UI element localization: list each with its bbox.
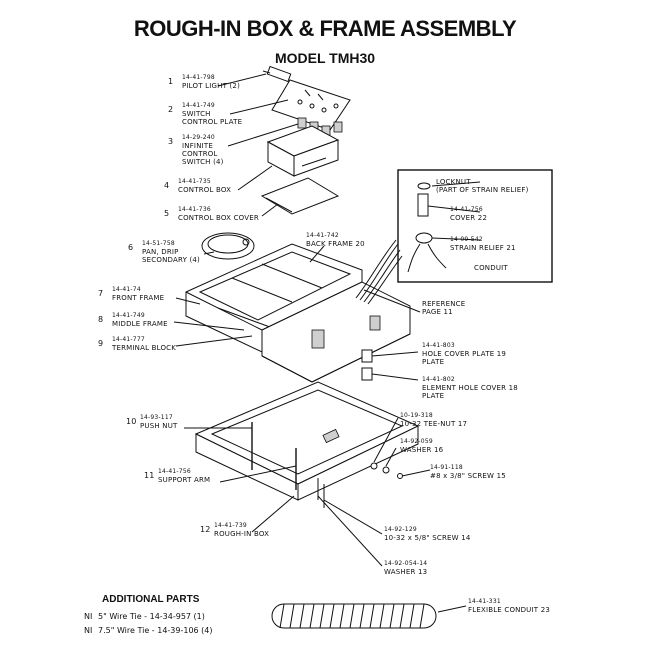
- label-reference: REFERENCE PAGE 11: [422, 300, 466, 316]
- label-locknut: LOCKNUT (PART OF STRAIN RELIEF): [436, 178, 529, 194]
- label-part-19: 14-41-803 HOLE COVER PLATE 19 PLATE: [422, 342, 507, 366]
- label-part-13: 14-92-054-14 WASHER 13: [384, 560, 428, 576]
- label-part-21: 14-09-542 STRAIN RELIEF 21: [450, 236, 516, 252]
- leader-lines: [173, 73, 467, 613]
- wire-bundle-drawing: [355, 239, 403, 305]
- label-part-15: 14-91-118 #8 x 3/8" SCREW 15: [430, 464, 506, 480]
- control-box-drawing: [266, 125, 340, 177]
- drip-pan-drawing: [201, 232, 255, 260]
- label-part-14: 14-92-129 10-32 x 5/8" SCREW 14: [384, 526, 471, 542]
- label-part-9: 9 14-41-777 TERMINAL BLOCK: [98, 336, 177, 352]
- hole-cover-plates-drawing: [361, 349, 419, 381]
- label-part-5: 5 14-41-736 CONTROL BOX COVER: [164, 206, 259, 222]
- label-part-17: 10-19-318 10-32 TEE-NUT 17: [400, 412, 468, 428]
- label-part-20: 14-41-742 BACK FRAME 20: [306, 232, 365, 248]
- support-arm-drawing: [251, 422, 297, 490]
- label-part-18: 14-41-802 ELEMENT HOLE COVER 18 PLATE: [422, 376, 518, 400]
- rough-in-box-drawing: [194, 381, 420, 501]
- frame-assembly-drawing: [185, 243, 363, 353]
- strain-relief-inset: [397, 169, 553, 283]
- label-part-3: 3 14-29-240 INFINITE CONTROL SWITCH (4): [168, 134, 224, 166]
- switch-control-plate-drawing: [271, 79, 351, 131]
- label-part-4: 4 14-41-735 CONTROL BOX: [164, 178, 232, 194]
- label-part-10: 10 14-93-117 PUSH NUT: [126, 414, 178, 430]
- label-part-1: 1 14-41-798 PILOT LIGHT (2): [168, 74, 241, 90]
- additional-parts-title: ADDITIONAL PARTS: [102, 594, 200, 605]
- control-box-cover-drawing: [260, 177, 340, 215]
- label-part-16: 14-92-059 WASHER 16: [400, 438, 444, 454]
- label-part-2: 2 14-41-749 SWITCH CONTROL PLATE: [168, 102, 243, 126]
- model-subtitle: MODEL TMH30: [274, 50, 376, 66]
- flexible-conduit-drawing: [271, 603, 437, 629]
- label-conduit: CONDUIT: [474, 264, 508, 272]
- label-part-11: 11 14-41-756 SUPPORT ARM: [144, 468, 211, 484]
- label-part-22: 14-41-756 COVER 22: [450, 206, 488, 222]
- label-part-8: 8 14-41-749 MIDDLE FRAME: [98, 312, 168, 328]
- upper-box-drawing: [261, 281, 411, 383]
- page-title: ROUGH-IN BOX & FRAME ASSEMBLY: [133, 16, 517, 41]
- label-part-7: 7 14-41-74 FRONT FRAME: [98, 286, 165, 302]
- pilot-light-drawing: [262, 65, 292, 83]
- label-part-23: 14-41-331 FLEXIBLE CONDUIT 23: [468, 598, 550, 614]
- label-part-6: 6 14-51-758 PAN, DRIP SECONDARY (4): [128, 240, 200, 264]
- label-part-12: 12 14-41-739 ROUGH-IN BOX: [200, 522, 270, 538]
